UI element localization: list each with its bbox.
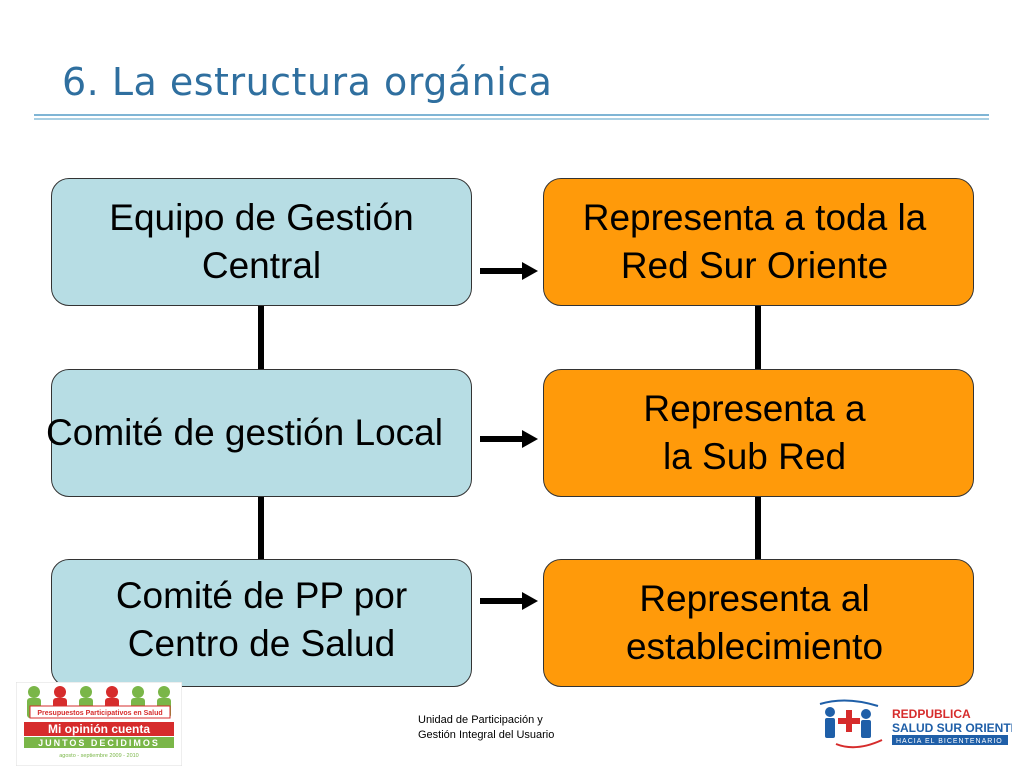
connector-left-top (258, 306, 264, 369)
box-comite-pp-centro-salud: Comité de PP por Centro de Salud (51, 559, 472, 687)
logo-right-line1: REDPUBLICA (892, 707, 971, 721)
logo-left-banner: Presupuestos Participativos en Salud (37, 710, 162, 717)
box-label: Equipo de Gestión Central (109, 197, 414, 286)
connector-right-bottom (755, 497, 761, 559)
footer-unit-name: Unidad de Participación y Gestión Integr… (418, 714, 555, 741)
logo-right-line3: HACIA EL BICENTENARIO (896, 738, 1003, 745)
box-label: Representa a la Sub Red (643, 388, 866, 477)
red-salud-sur-oriente-logo: REDPUBLICA SALUD SUR ORIENTE HACIA EL BI… (816, 696, 1019, 756)
box-representa-red-sur-oriente: Representa a toda la Red Sur Oriente (543, 178, 974, 306)
box-label: Representa a toda la Red Sur Oriente (582, 197, 927, 286)
box-representa-establecimiento: Representa al establecimiento (543, 559, 974, 687)
arrow-right-icon (480, 262, 538, 280)
box-representa-sub-red: Representa a la Sub Red (543, 369, 974, 497)
box-label: Comité de PP por Centro de Salud (115, 575, 408, 664)
box-comite-gestion-local: Comité de gestión Local (46, 369, 472, 497)
box-equipo-gestion-central: Equipo de Gestión Central (51, 178, 472, 306)
page-title: 6. La estructura orgánica (62, 60, 553, 104)
box-label: Comité de gestión Local (46, 412, 443, 453)
arrow-right-icon (480, 430, 538, 448)
logo-left-dates: agosto - septiembre 2009 - 2010 (59, 753, 139, 759)
logo-left-line1: Mi opinión cuenta (48, 722, 150, 736)
connector-right-top (755, 306, 761, 369)
title-divider-line-top (34, 114, 989, 116)
logo-right-line2: SALUD SUR ORIENTE (892, 721, 1012, 735)
title-divider (34, 114, 989, 120)
box-label: Representa al establecimiento (625, 578, 884, 667)
arrow-right-icon (480, 592, 538, 610)
logo-left-line2: JUNTOS DECIDIMOS (38, 738, 160, 748)
presupuestos-participativos-logo: Presupuestos Participativos en Salud Mi … (15, 681, 183, 767)
title-divider-line-bottom (34, 118, 989, 120)
connector-left-bottom (258, 497, 264, 559)
